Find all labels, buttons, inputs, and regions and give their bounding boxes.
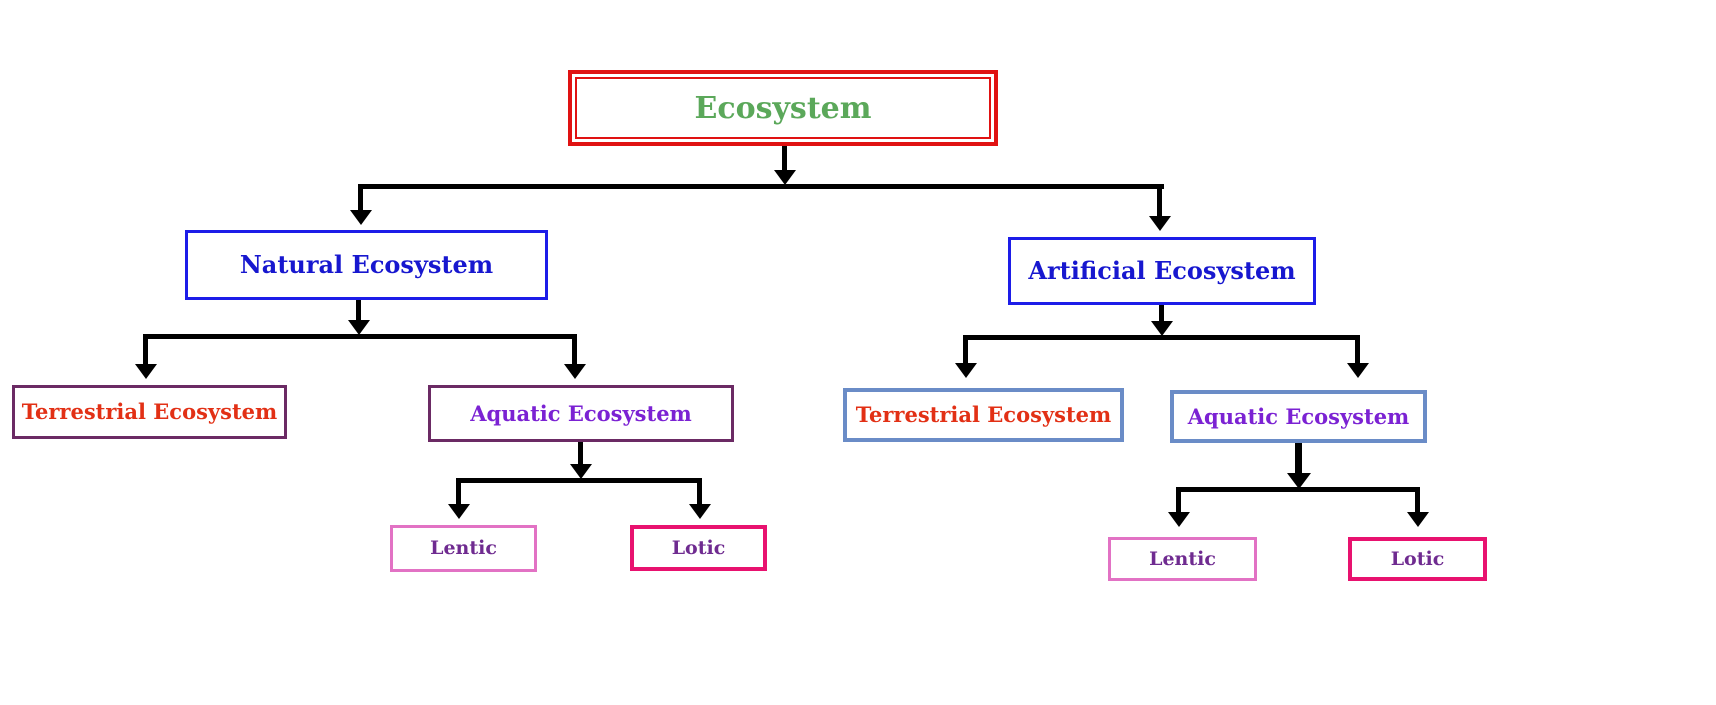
arrowhead-natural-aquatic-stem-icon [570,464,592,479]
connector-artificial-aquatic-bar [1176,487,1420,492]
connector-natural-bar [143,334,577,339]
connector-natural-lentic-drop [456,478,461,506]
node-natural-terrestrial: Terrestrial Ecosystem [12,385,287,439]
node-artificial-aquatic: Aquatic Ecosystem [1170,390,1427,443]
node-artificial-ecosystem-label: Artificial Ecosystem [1028,255,1296,285]
connector-artificial-aquatic-stem [1295,443,1302,477]
arrowhead-artificial-terrestrial-icon [955,363,977,378]
node-natural-lentic: Lentic [390,525,537,572]
arrowhead-natural-lotic-icon [689,504,711,519]
node-natural-ecosystem: Natural Ecosystem [185,230,548,300]
node-artificial-lentic: Lentic [1108,537,1257,581]
connector-natural-stem [356,300,361,322]
node-ecosystem: Ecosystem [568,70,998,146]
node-natural-aquatic-label: Aquatic Ecosystem [470,400,692,426]
node-artificial-ecosystem: Artificial Ecosystem [1008,237,1316,305]
node-artificial-lentic-label: Lentic [1149,547,1216,570]
connector-natural-terrestrial-drop [143,334,148,368]
node-artificial-lotic: Lotic [1348,537,1487,581]
arrowhead-artificial-stem-icon [1151,321,1173,336]
connector-natural-aquatic-drop [572,334,577,368]
arrowhead-root-stem-icon [774,170,796,185]
connector-natural-lotic-drop [697,478,702,506]
connector-artificial-bar [963,335,1360,340]
connector-natural-aquatic-stem [578,442,583,468]
node-artificial-terrestrial-label: Terrestrial Ecosystem [855,402,1112,428]
node-ecosystem-label: Ecosystem [694,90,872,126]
connector-root-bar [358,184,1164,189]
node-artificial-terrestrial: Terrestrial Ecosystem [843,388,1124,442]
connector-artificial-lotic-drop [1415,487,1420,516]
arrowhead-natural-terrestrial-icon [135,364,157,379]
node-natural-lotic-label: Lotic [671,536,726,559]
connector-artificial-lentic-drop [1176,487,1181,516]
node-natural-lentic-label: Lentic [430,537,497,560]
node-ecosystem-inner: Ecosystem [575,77,991,139]
arrowhead-natural-aquatic-icon [564,364,586,379]
arrowhead-artificial-icon [1149,216,1171,231]
node-natural-lotic: Lotic [630,525,767,571]
connector-artificial-stem [1159,305,1164,325]
node-artificial-lotic-label: Lotic [1390,547,1445,570]
arrowhead-artificial-lentic-icon [1168,512,1190,527]
connector-artificial-aquatic-drop [1355,335,1360,367]
arrowhead-natural-lentic-icon [448,504,470,519]
arrowhead-natural-stem-icon [348,320,370,335]
connector-natural-aquatic-bar [456,478,702,483]
arrowhead-artificial-aquatic-stem-icon [1287,473,1311,489]
connector-artificial-terrestrial-drop [963,335,968,367]
arrowhead-artificial-lotic-icon [1407,512,1429,527]
node-artificial-aquatic-label: Aquatic Ecosystem [1187,403,1410,429]
connector-artificial-drop [1157,184,1162,218]
node-natural-aquatic: Aquatic Ecosystem [428,385,734,442]
connector-root-stem [782,146,787,172]
node-natural-terrestrial-label: Terrestrial Ecosystem [21,399,278,425]
node-natural-ecosystem-label: Natural Ecosystem [239,249,494,279]
arrowhead-natural-icon [350,210,372,225]
arrowhead-artificial-aquatic-icon [1347,363,1369,378]
connector-natural-drop [358,184,363,212]
